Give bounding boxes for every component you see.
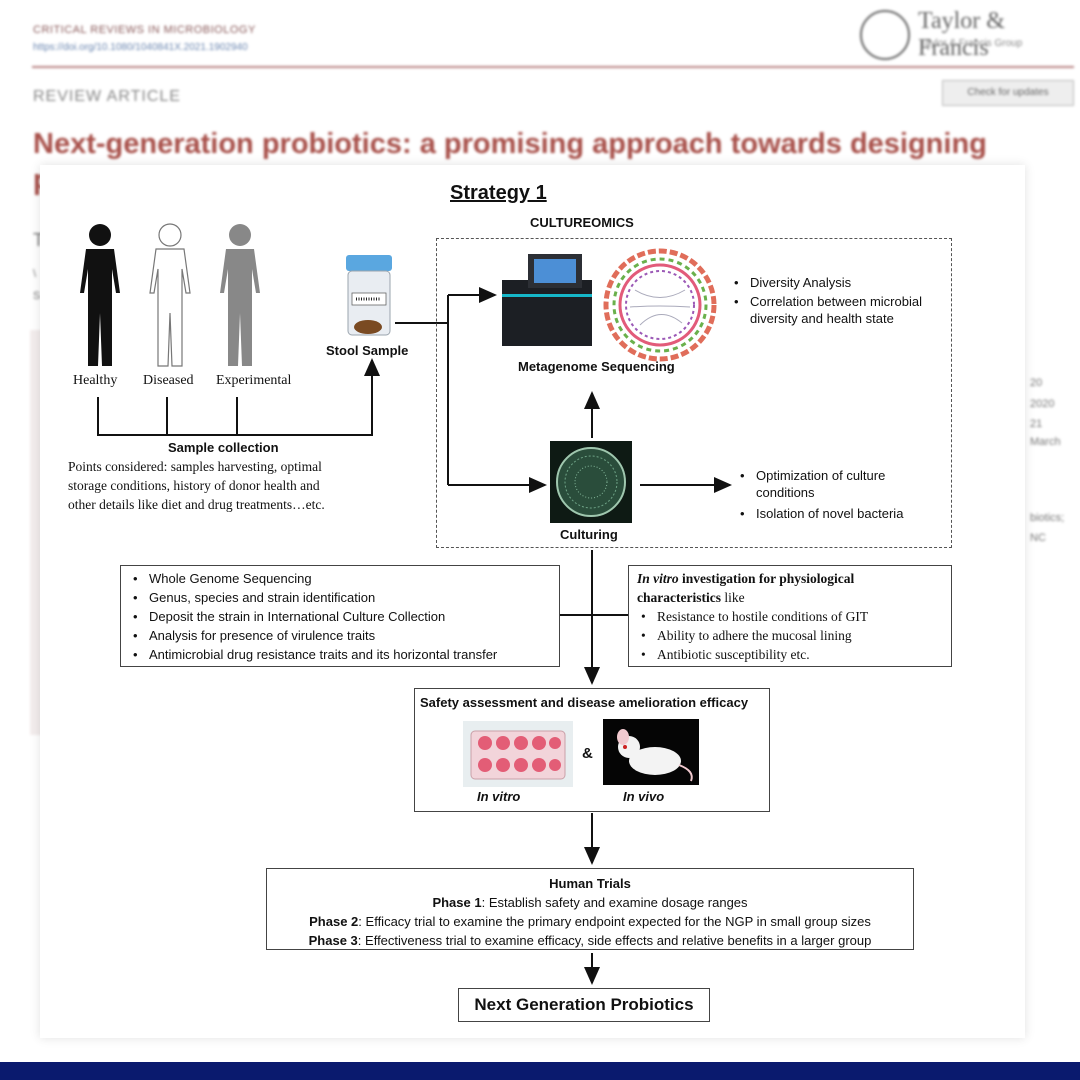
sample-note-line: storage conditions, history of donor hea… [68, 478, 320, 493]
sample-note-line: Points considered: samples harvesting, o… [68, 459, 322, 474]
well-plate-icon [463, 721, 573, 787]
human-trials-title: Human Trials [549, 876, 631, 891]
safety-assessment-box: Safety assessment and disease ameliorati… [414, 688, 770, 812]
people-label-healthy: Healthy [73, 373, 118, 388]
side-letter: S [33, 290, 41, 302]
culturing-bullets: Optimization of culture [736, 466, 885, 485]
sequencer-icon [502, 254, 592, 346]
phase-2-label: Phase 2 [309, 914, 359, 929]
invitro-heading: In vitro investigation for physiological [637, 569, 943, 588]
bullet-item-continuation: conditions [756, 485, 815, 500]
culturing-bullets-2: Isolation of novel bacteria [736, 504, 903, 523]
sample-collection-notes: Points considered: samples harvesting, o… [68, 457, 325, 514]
phase-2-line: Phase 2: Efficacy trial to examine the p… [267, 912, 913, 931]
invitro-investigation-box: In vitro investigation for physiological… [628, 565, 952, 667]
publisher-name: Taylor & Francis [918, 8, 1005, 61]
strategy-figure: Strategy 1 CULTUREOMICS Healthy Diseased… [40, 165, 1025, 1038]
right-fragment: 2020 [1030, 398, 1055, 410]
bullet-item: Genus, species and strain identification [133, 588, 551, 607]
sample-collection-label: Sample collection [168, 440, 279, 455]
publisher-logo-icon [860, 10, 910, 60]
right-fragment: March [1030, 436, 1061, 448]
phase-3-label: Phase 3 [308, 933, 358, 948]
bullet-item: Antimicrobial drug resistance traits and… [133, 645, 551, 664]
doi-link[interactable]: https://doi.org/10.1080/1040841X.2021.19… [33, 42, 248, 53]
cultureomics-box [436, 238, 952, 548]
journal-name: CRITICAL REVIEWS IN MICROBIOLOGY [33, 24, 256, 36]
experimental-person-icon [220, 224, 260, 366]
stool-sample-label: Stool Sample [326, 343, 409, 358]
people-label-diseased: Diseased [143, 373, 194, 388]
bullet-item: Whole Genome Sequencing [133, 569, 551, 588]
phase-1-label: Phase 1 [432, 895, 482, 910]
bullet-item: Deposit the strain in International Cult… [133, 607, 551, 626]
bullet-item: Isolation of novel bacteria [740, 504, 903, 523]
bottom-bar [0, 1062, 1080, 1080]
bullet-item: Correlation between microbial [734, 292, 922, 311]
bullet-item-continuation: diversity and health state [750, 311, 894, 326]
bullet-item: Diversity Analysis [734, 273, 922, 292]
invitro-heading-like: like [720, 590, 745, 605]
cultureomics-label: CULTUREOMICS [530, 215, 634, 230]
safety-title: Safety assessment and disease ameliorati… [420, 695, 749, 710]
genome-bullets: Whole Genome Sequencing Genus, species a… [129, 569, 551, 664]
right-fragment: NC [1030, 532, 1046, 544]
phase-1-text: : Establish safety and examine dosage ra… [481, 895, 748, 910]
human-trials-box: Human Trials Phase 1: Establish safety a… [266, 868, 914, 950]
people-label-experimental: Experimental [216, 373, 292, 388]
right-fragment: 21 [1030, 418, 1043, 430]
metagenome-bullets: Diversity Analysis Correlation between m… [730, 273, 922, 311]
check-updates-button[interactable]: Check for updates [942, 80, 1074, 106]
diseased-person-icon [149, 223, 191, 367]
in-vitro-label: In vitro [477, 789, 521, 804]
invitro-heading-line2: characteristics like [637, 588, 943, 607]
healthy-person-icon [80, 224, 120, 366]
publisher-subname: Taylor & Francis Group [920, 38, 1023, 49]
side-letter: T [33, 230, 44, 250]
side-letter: \ [33, 268, 37, 280]
human-figures [80, 223, 260, 367]
petri-dish-icon [550, 441, 632, 523]
phase-1-line: Phase 1: Establish safety and examine do… [267, 893, 913, 912]
bullet-item: Analysis for presence of virulence trait… [133, 626, 551, 645]
sample-note-line: other details like diet and drug treatme… [68, 497, 325, 512]
article-title-line1: Next-generation probiotics: a promising … [33, 128, 987, 160]
next-generation-probiotics-box: Next Generation Probiotics [458, 988, 710, 1022]
strategy-title: Strategy 1 [450, 182, 547, 204]
bullet-item: Ability to adhere the mucosal lining [641, 626, 943, 645]
bullet-item: Optimization of culture [740, 466, 885, 485]
flow-connectors [97, 287, 732, 985]
phase-3-line: Phase 3: Effectiveness trial to examine … [267, 931, 913, 950]
article-section: REVIEW ARTICLE [33, 88, 181, 105]
header-divider [32, 66, 1074, 68]
bullet-item: Antibiotic susceptibility etc. [641, 645, 943, 664]
ampersand: & [582, 745, 593, 762]
invitro-heading-bold: characteristics [637, 590, 721, 605]
invitro-heading-rest: investigation for physiological [678, 571, 855, 586]
right-fragment: 20 [1030, 377, 1043, 389]
mouse-icon [603, 719, 699, 785]
genome-analysis-box: Whole Genome Sequencing Genus, species a… [120, 565, 560, 667]
invitro-heading-italic: In vitro [637, 571, 679, 586]
invitro-bullets: Resistance to hostile conditions of GIT … [637, 607, 943, 664]
in-vivo-label: In vivo [623, 789, 665, 804]
stool-sample-icon [346, 255, 392, 336]
bullet-item: Resistance to hostile conditions of GIT [641, 607, 943, 626]
right-fragment: biotics; [1030, 512, 1065, 524]
phase-3-text: : Effectiveness trial to examine efficac… [357, 933, 872, 948]
culturing-label: Culturing [560, 527, 618, 542]
phase-2-text: : Efficacy trial to examine the primary … [358, 914, 871, 929]
circos-plot-icon [603, 248, 717, 362]
metagenome-label: Metagenome Sequencing [518, 359, 675, 374]
